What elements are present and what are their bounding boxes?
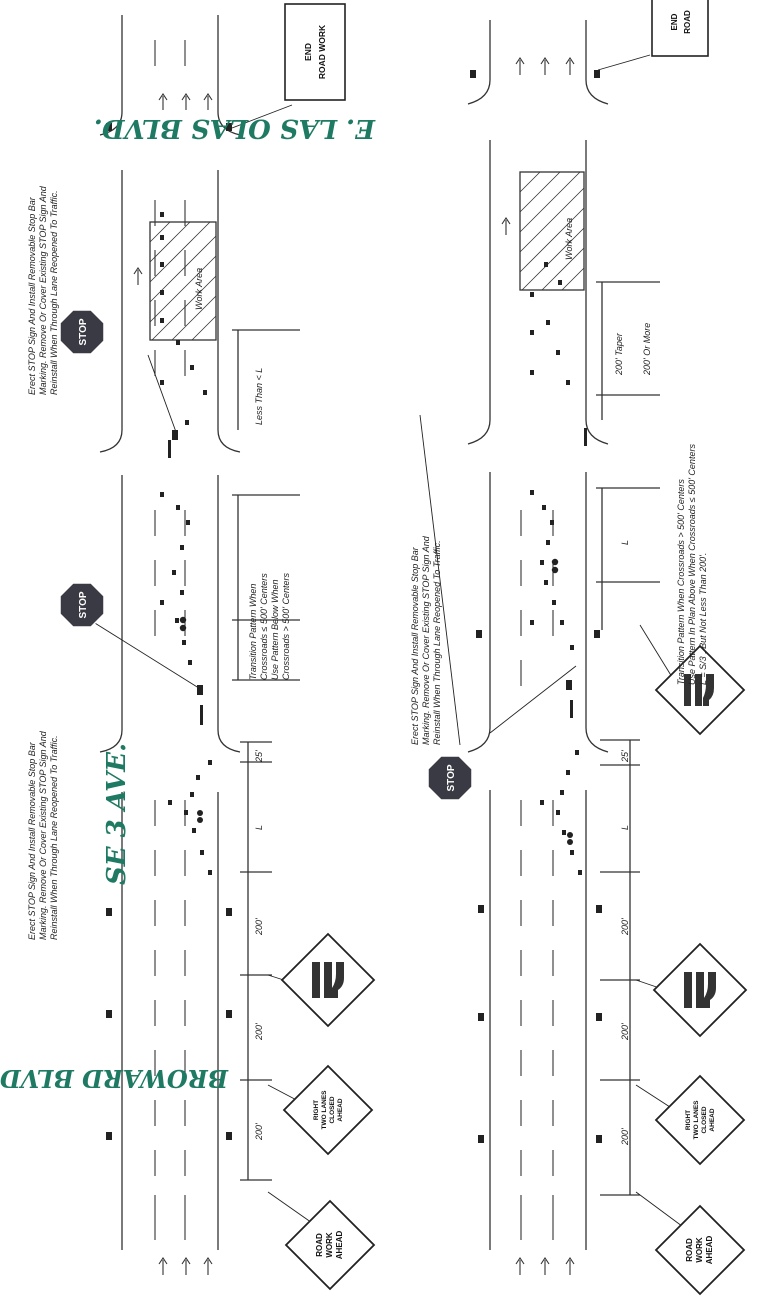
channelizing-devices-bottom: [470, 70, 602, 1143]
svg-text:L = S/3 , But Not Less Than 20: L = S/3 , But Not Less Than 200'.: [698, 553, 708, 685]
lane-closure-icon: [684, 972, 716, 1008]
svg-text:ROAD: ROAD: [683, 10, 692, 34]
dim-200-label: 200': [254, 1023, 264, 1041]
svg-text:Marking. Remove Or Cover Exist: Marking. Remove Or Cover Existing STOP S…: [421, 535, 431, 745]
svg-text:WORK: WORK: [695, 1237, 704, 1263]
note-stop-bottom: Erect STOP Sign And Install Removable St…: [410, 535, 442, 745]
svg-text:ROAD WORK: ROAD WORK: [317, 24, 327, 79]
end-road-work-sign-top: END ROAD WORK: [284, 3, 346, 101]
channelizing-devices-top: [106, 123, 232, 1140]
end-road-sign-bottom: END ROAD: [651, 0, 709, 57]
note-stop-top-left: Erect STOP Sign And Install Removable St…: [27, 730, 59, 940]
more-200-label: 200' Or More: [642, 323, 652, 376]
lane-shift-sign-bottom-upper: [654, 644, 746, 736]
svg-text:ROAD: ROAD: [685, 1238, 694, 1262]
stop-sign-top-right: STOP: [59, 309, 105, 355]
work-area-label: Work Area: [564, 218, 574, 260]
dim-200-label: 200': [254, 918, 264, 936]
svg-text:RIGHT: RIGHT: [685, 1110, 692, 1130]
svg-text:Erect STOP Sign And Install Re: Erect STOP Sign And Install Removable St…: [27, 741, 37, 940]
taper-200-label: 200' Taper: [614, 332, 624, 376]
svg-text:Erect STOP Sign And Install Re: Erect STOP Sign And Install Removable St…: [410, 546, 420, 745]
stop-sign-label: STOP: [78, 591, 89, 618]
work-area-box: [149, 221, 217, 341]
dim-200-label: 200': [254, 1123, 264, 1141]
dim-200-label: 200': [620, 1023, 630, 1041]
svg-text:CLOSED: CLOSED: [701, 1106, 708, 1133]
lane-shift-sign-bottom: [652, 942, 748, 1038]
svg-text:WORK: WORK: [325, 1232, 334, 1258]
less-than-l-label: Less Than < L: [254, 368, 264, 425]
handwritten-street-se-3-ave: SE 3 AVE.: [102, 743, 132, 885]
svg-text:TWO LANES: TWO LANES: [693, 1100, 700, 1140]
svg-text:END: END: [670, 13, 679, 30]
svg-text:AHEAD: AHEAD: [709, 1108, 716, 1131]
svg-text:Reinstall When Through Lane Re: Reinstall When Through Lane Reopened To …: [432, 540, 442, 745]
handwritten-street-e-las-olas: E. LAS OLAS BLVD.: [94, 113, 376, 143]
transition-note-bottom: Transition Pattern When Crossroads > 500…: [676, 444, 708, 685]
svg-text:ROAD: ROAD: [315, 1233, 324, 1257]
svg-text:Use Pattern In Plan Above When: Use Pattern In Plan Above When Crossroad…: [687, 444, 697, 685]
stop-sign-bottom: STOP: [427, 755, 473, 801]
leader-lines: [81, 54, 691, 1233]
top-panel: [99, 15, 300, 1275]
dim-25-label: 25': [620, 750, 630, 763]
bottom-panel: [467, 20, 660, 1275]
lane-arrow-icon: [501, 57, 575, 1275]
stop-sign-label: STOP: [446, 764, 457, 791]
svg-text:Use Pattern Below When: Use Pattern Below When: [270, 579, 280, 680]
dim-l-label: L: [620, 825, 630, 830]
dim-25-label: 25': [254, 750, 264, 763]
right-two-lanes-closed-sign-bottom: RIGHT TWO LANES CLOSED AHEAD: [654, 1074, 746, 1166]
svg-text:Transition Pattern When: Transition Pattern When: [248, 584, 258, 680]
svg-text:Reinstall When Through Lane Re: Reinstall When Through Lane Reopened To …: [49, 735, 59, 940]
road-work-ahead-sign-bottom: ROAD WORK AHEAD: [654, 1204, 746, 1296]
work-area-box: [519, 171, 585, 291]
lane-closure-icon: [684, 674, 714, 706]
transition-note-top: Transition Pattern When Crossroads ≤ 500…: [248, 572, 291, 680]
svg-text:END: END: [303, 43, 313, 61]
svg-text:CLOSED: CLOSED: [329, 1096, 336, 1123]
svg-text:AHEAD: AHEAD: [705, 1236, 714, 1265]
dim-l-label: L: [254, 825, 264, 830]
svg-text:TWO LANES: TWO LANES: [321, 1090, 328, 1130]
svg-text:RIGHT: RIGHT: [313, 1100, 320, 1120]
svg-text:Crossroads ≤ 500' Centers: Crossroads ≤ 500' Centers: [259, 573, 269, 680]
lane-closure-icon: [312, 962, 344, 998]
dim-200-label: 200': [620, 918, 630, 936]
handwritten-street-broward: BROWARD BLVD.: [0, 1064, 229, 1093]
stop-sign-label: STOP: [78, 318, 89, 345]
svg-text:AHEAD: AHEAD: [335, 1231, 344, 1260]
lane-arrow-icon: [133, 93, 213, 1275]
svg-text:AHEAD: AHEAD: [337, 1098, 344, 1121]
right-two-lanes-closed-sign-top: RIGHT TWO LANES CLOSED AHEAD: [282, 1064, 374, 1156]
work-area-label: Work Area: [194, 268, 204, 310]
svg-text:Marking. Remove Or Cover Exist: Marking. Remove Or Cover Existing STOP S…: [38, 730, 48, 940]
lane-shift-sign-top: [280, 932, 376, 1028]
dim-200-label: 200': [620, 1128, 630, 1146]
note-stop-top-right: Erect STOP Sign And Install Removable St…: [27, 185, 59, 395]
svg-text:Reinstall When Through Lane Re: Reinstall When Through Lane Reopened To …: [49, 190, 59, 395]
dim-l-label: L: [620, 540, 630, 545]
road-work-ahead-sign-top: ROAD WORK AHEAD: [284, 1199, 376, 1291]
svg-text:Transition Pattern When Crossr: Transition Pattern When Crossroads > 500…: [676, 479, 686, 685]
svg-text:Marking. Remove Or Cover Exist: Marking. Remove Or Cover Existing STOP S…: [38, 185, 48, 395]
svg-text:Crossroads > 500' Centers: Crossroads > 500' Centers: [281, 572, 291, 680]
stop-sign-top-left: STOP: [59, 582, 105, 628]
svg-text:Erect STOP Sign And Install Re: Erect STOP Sign And Install Removable St…: [27, 196, 37, 395]
